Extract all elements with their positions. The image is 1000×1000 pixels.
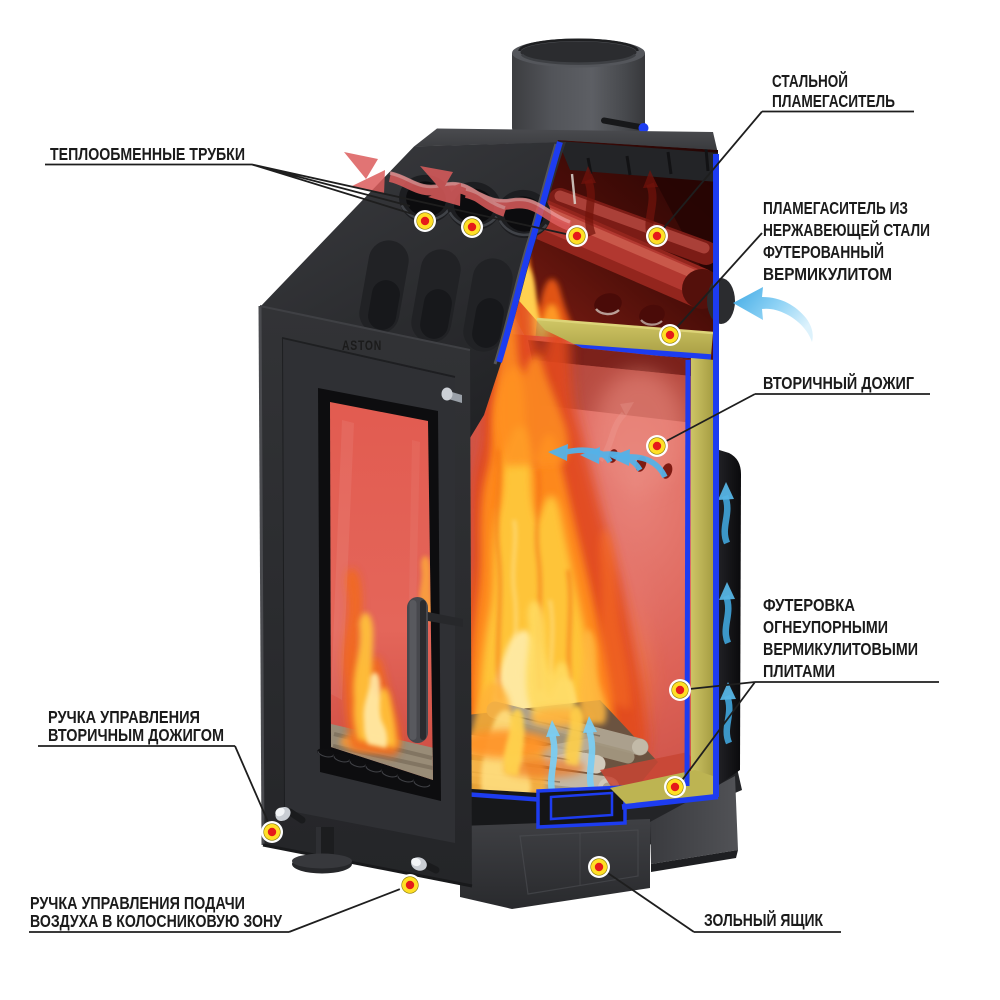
svg-text:ФУТЕРОВАННЫЙ: ФУТЕРОВАННЫЙ [763,242,884,262]
svg-text:ЗОЛЬНЫЙ ЯЩИК: ЗОЛЬНЫЙ ЯЩИК [704,910,823,930]
svg-text:ТЕПЛООБМЕННЫЕ ТРУБКИ: ТЕПЛООБМЕННЫЕ ТРУБКИ [50,144,245,164]
svg-text:ВОЗДУХА В КОЛОСНИКОВУЮ ЗОНУ: ВОЗДУХА В КОЛОСНИКОВУЮ ЗОНУ [30,911,282,931]
svg-text:ВЕРМИКУЛИТОМ: ВЕРМИКУЛИТОМ [763,264,892,284]
svg-text:ОГНЕУПОРНЫМИ: ОГНЕУПОРНЫМИ [763,617,888,637]
svg-text:ВТОРИЧНЫЙ ДОЖИГ: ВТОРИЧНЫЙ ДОЖИГ [763,373,914,393]
svg-text:ВТОРИЧНЫМ ДОЖИГОМ: ВТОРИЧНЫМ ДОЖИГОМ [48,725,224,745]
svg-text:ПЛИТАМИ: ПЛИТАМИ [763,661,835,681]
svg-text:РУЧКА УПРАВЛЕНИЯ: РУЧКА УПРАВЛЕНИЯ [48,707,200,727]
svg-text:ПЛАМЕГАСИТЕЛЬ: ПЛАМЕГАСИТЕЛЬ [772,91,895,111]
svg-text:ВЕРМИКУЛИТОВЫМИ: ВЕРМИКУЛИТОВЫМИ [763,639,918,659]
svg-text:ПЛАМЕГАСИТЕЛЬ ИЗ: ПЛАМЕГАСИТЕЛЬ ИЗ [763,198,908,218]
svg-text:НЕРЖАВЕЮЩЕЙ СТАЛИ: НЕРЖАВЕЮЩЕЙ СТАЛИ [763,220,930,240]
svg-text:ASTON: ASTON [342,338,382,353]
svg-text:ФУТЕРОВКА: ФУТЕРОВКА [763,595,855,615]
svg-text:РУЧКА УПРАВЛЕНИЯ ПОДАЧИ: РУЧКА УПРАВЛЕНИЯ ПОДАЧИ [30,893,245,913]
svg-text:СТАЛЬНОЙ: СТАЛЬНОЙ [772,71,848,91]
